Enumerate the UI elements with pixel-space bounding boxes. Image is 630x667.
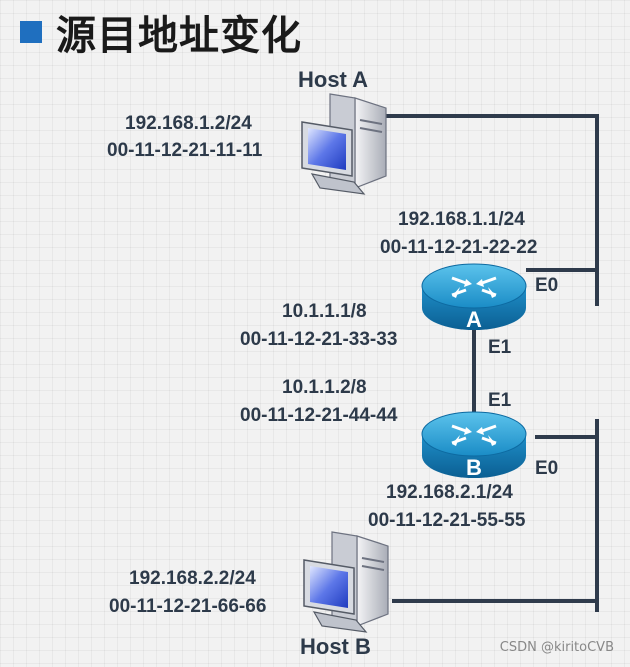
router-a-e0-label: E0 [535,275,559,296]
host-a-computer-icon [301,93,387,195]
host-a-name: Host A [298,67,369,92]
watermark: CSDN @kiritoCVB [499,640,614,655]
host-b-ip: 192.168.2.2/24 [129,568,256,589]
host-b-computer-icon [303,531,389,633]
router-b-e0-mac: 00-11-12-21-55-55 [368,510,526,531]
router-a-e1-ip: 10.1.1.1/8 [282,301,367,322]
page-title: 源目地址变化 [20,6,302,59]
router-a-e0-ip: 192.168.1.1/24 [398,209,525,230]
title-text: 源目地址变化 [56,13,302,59]
router-b-e1-ip: 10.1.1.2/8 [282,377,367,398]
router-b-e0-label: E0 [535,458,559,479]
router-a-name: A [466,307,482,332]
router-b-e0-ip: 192.168.2.1/24 [386,482,513,503]
host-a-ip: 192.168.1.2/24 [125,113,252,134]
host-b-name: Host B [300,634,371,659]
router-a-e1-label: E1 [488,337,512,358]
router-b-name: B [466,455,482,480]
title-bullet-icon [20,21,42,43]
router-a-e0-mac: 00-11-12-21-22-22 [380,237,538,258]
router-a-icon [421,263,527,330]
router-a-e1-mac: 00-11-12-21-33-33 [240,329,398,350]
network-links [385,114,599,612]
router-b-icon [421,411,527,478]
router-b-e1-mac: 00-11-12-21-44-44 [240,405,398,426]
host-a-mac: 00-11-12-21-11-11 [107,140,263,161]
router-b-e1-label: E1 [488,390,512,411]
host-b-mac: 00-11-12-21-66-66 [109,596,267,617]
